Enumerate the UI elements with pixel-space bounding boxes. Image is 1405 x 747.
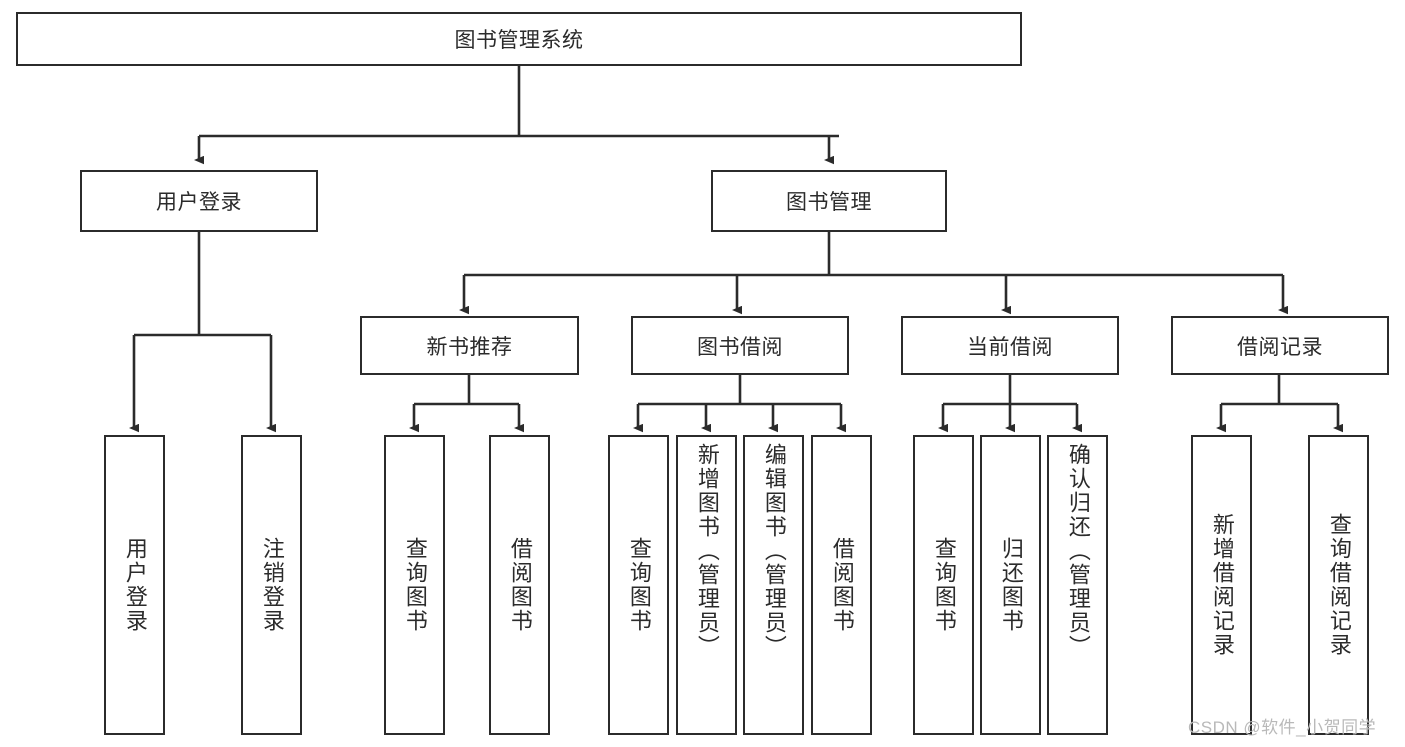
- node-leaf-query-book-1[interactable]: 查询图书: [384, 435, 445, 735]
- node-label: 查询图书: [402, 537, 428, 633]
- node-book-management-system[interactable]: 图书管理系统: [16, 12, 1022, 66]
- node-label: 用户登录: [156, 191, 242, 214]
- node-book-borrow[interactable]: 图书借阅: [631, 316, 849, 375]
- node-label: 注销登录: [259, 537, 285, 633]
- node-leaf-query-record[interactable]: 查询借阅记录: [1308, 435, 1369, 735]
- node-label: 确认归还（管理员）: [1065, 443, 1091, 659]
- node-leaf-add-book[interactable]: 新增图书（管理员）: [676, 435, 737, 735]
- node-leaf-user-login[interactable]: 用户登录: [104, 435, 165, 735]
- node-label: 查询借阅记录: [1326, 513, 1352, 657]
- node-leaf-borrow-book-2[interactable]: 借阅图书: [811, 435, 872, 735]
- node-label: 图书借阅: [697, 335, 783, 359]
- node-borrow-record[interactable]: 借阅记录: [1171, 316, 1389, 375]
- node-label: 归还图书: [998, 537, 1024, 633]
- node-label: 新书推荐: [426, 335, 513, 359]
- node-leaf-edit-book[interactable]: 编辑图书（管理员）: [743, 435, 804, 735]
- node-new-book-recommend[interactable]: 新书推荐: [360, 316, 579, 375]
- node-label: 编辑图书（管理员）: [761, 443, 787, 659]
- node-label: 借阅图书: [507, 537, 533, 633]
- node-label: 新增图书（管理员）: [694, 443, 720, 659]
- watermark-text: CSDN @软件_小贺同学: [1188, 718, 1377, 737]
- node-leaf-borrow-book-1[interactable]: 借阅图书: [489, 435, 550, 735]
- node-leaf-confirm-return[interactable]: 确认归还（管理员）: [1047, 435, 1108, 735]
- node-label: 查询图书: [626, 537, 652, 633]
- node-leaf-logout-login[interactable]: 注销登录: [241, 435, 302, 735]
- node-label: 用户登录: [122, 537, 148, 633]
- node-label: 借阅记录: [1237, 335, 1323, 359]
- node-leaf-query-book-3[interactable]: 查询图书: [913, 435, 974, 735]
- node-book-management[interactable]: 图书管理: [711, 170, 947, 232]
- node-leaf-add-record[interactable]: 新增借阅记录: [1191, 435, 1252, 735]
- node-label: 当前借阅: [967, 335, 1053, 359]
- node-current-borrow[interactable]: 当前借阅: [901, 316, 1119, 375]
- node-leaf-query-book-2[interactable]: 查询图书: [608, 435, 669, 735]
- node-label: 查询图书: [931, 537, 957, 633]
- node-label: 图书管理系统: [454, 29, 584, 52]
- node-label: 图书管理: [786, 191, 872, 214]
- node-label: 新增借阅记录: [1209, 513, 1235, 657]
- node-user-login[interactable]: 用户登录: [80, 170, 318, 232]
- node-label: 借阅图书: [829, 537, 855, 633]
- node-leaf-return-book[interactable]: 归还图书: [980, 435, 1041, 735]
